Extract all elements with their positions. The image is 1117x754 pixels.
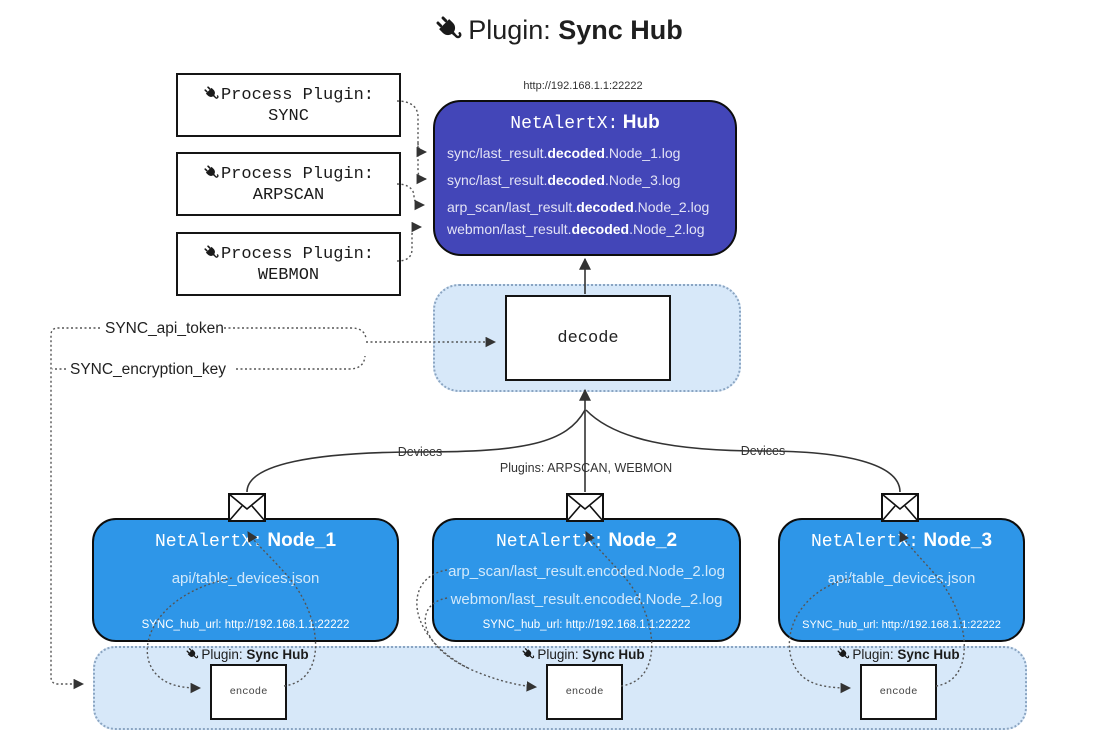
hub-url: http://192.168.1.1:22222 [523,80,643,92]
envelope-icon [228,493,266,522]
envelope-icon [566,493,604,522]
process-plugin-name: SYNC [268,106,309,126]
node-file-line: api/table_devices.json [171,570,320,587]
wire-sync-plugin-1 [416,142,428,158]
wire-config-to-encode-band [50,327,100,690]
plug-icon [836,647,850,661]
plug-icon [521,647,535,661]
encode-section-label: Plugin: Sync Hub [185,647,309,662]
node-file-line: arp_scan/last_result.encoded.Node_2.log [448,563,725,580]
process-plugin-box-arpscan: Process Plugin: ARPSCAN [176,152,401,216]
hub-log-line: arp_scan/last_result.decoded.Node_2.log [447,199,710,215]
wire-encryption-key-right [236,355,366,370]
node-box-node-2: NetAlertX: Node_2 arp_scan/last_result.e… [432,518,741,642]
title-prefix: Plugin: [468,15,551,45]
hub-title-name: Hub [622,112,660,133]
hub-title-prefix: NetAlertX: [510,114,619,134]
plug-icon [203,244,220,261]
hub-log-line: sync/last_result.decoded.Node_1.log [447,145,681,161]
edge-label-devices-right: Devices [737,444,789,458]
process-plugin-box-sync: Process Plugin: SYNC [176,73,401,137]
process-plugin-label: Process Plugin: [220,85,375,105]
wire-arpscan-plugin [396,183,426,211]
hub-title: NetAlertX: Hub [435,112,735,134]
process-plugin-label: Process Plugin: [220,244,375,264]
node-hub-url: SYNC_hub_url: http://192.168.1.1:22222 [802,619,1001,631]
process-plugin-box-webmon: Process Plugin: WEBMON [176,232,401,296]
edge-label-devices-left: Devices [394,445,446,459]
node-file-line: webmon/last_result.encoded.Node_2.log [450,591,723,608]
node-title: NetAlertX: Node_3 [810,530,993,552]
hub-box: NetAlertX: Hub sync/last_result.decoded.… [433,100,737,256]
envelope-icon [881,493,919,522]
config-label-encryption-key: SYNC_encryption_key [68,361,228,379]
node-title: NetAlertX: Node_2 [495,530,678,552]
hub-log-line: sync/last_result.decoded.Node_3.log [447,172,681,188]
plug-icon [434,14,464,44]
node-hub-url: SYNC_hub_url: http://192.168.1.1:22222 [141,619,350,631]
plug-icon [185,647,199,661]
node-box-node-3: NetAlertX: Node_3 api/table_devices.json… [778,518,1025,642]
diagram-title: Plugin: Sync Hub [0,14,1117,46]
node-file-line: api/table_devices.json [827,570,976,587]
encode-box: encode [210,664,287,720]
decode-box: decode [505,295,671,381]
config-label-api-token: SYNC_api_token [103,320,226,338]
process-plugin-name: WEBMON [257,265,320,285]
encode-box: encode [546,664,623,720]
wire-sync-plugin-2 [396,100,428,185]
encode-section-label: Plugin: Sync Hub [836,647,960,662]
plug-icon [203,85,220,102]
node-box-node-1: NetAlertX: Node_1 api/table_devices.json… [92,518,399,642]
hub-log-line: webmon/last_result.decoded.Node_2.log [447,221,705,237]
process-plugin-name: ARPSCAN [252,185,325,205]
node-hub-url: SYNC_hub_url: http://192.168.1.1:22222 [482,619,691,631]
process-plugin-label: Process Plugin: [220,164,375,184]
edge-label-plugins: Plugins: ARPSCAN, WEBMON [496,461,676,475]
plug-icon [203,164,220,181]
title-name: Sync Hub [558,15,683,45]
wire-api-token-right [224,327,367,340]
encode-box: encode [860,664,937,720]
node-title: NetAlertX: Node_1 [154,530,337,552]
encode-section-label: Plugin: Sync Hub [521,647,645,662]
